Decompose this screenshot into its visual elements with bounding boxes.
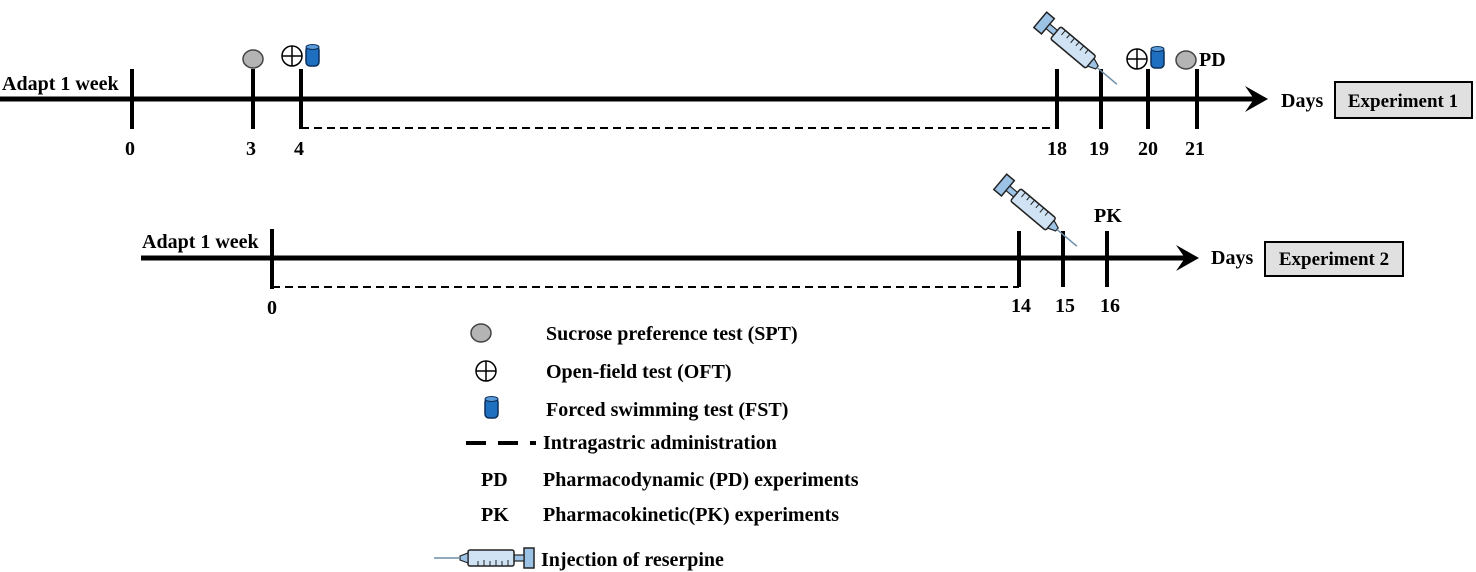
timeline-arrowhead-2 xyxy=(1176,245,1199,271)
tick-label: 21 xyxy=(1185,138,1205,160)
tick-label: 18 xyxy=(1047,138,1067,160)
tick-marks-1 xyxy=(130,69,1199,129)
tick-label: 15 xyxy=(1055,295,1075,317)
experiment-2-box xyxy=(1264,241,1404,277)
legend-inj: Injection of reserpine xyxy=(541,549,724,571)
pk-marker-label: PK xyxy=(1094,205,1122,227)
adapt-label-1: Adapt 1 week xyxy=(2,73,120,95)
experiment-2-timeline: Adapt 1 week Days Experiment 2 0 14 15 1… xyxy=(141,173,1404,319)
legend-oft: Open-field test (OFT) xyxy=(546,361,732,383)
tick-label: 16 xyxy=(1100,295,1120,317)
tick-marks-2 xyxy=(270,229,1109,289)
spt-marker-icon xyxy=(1175,50,1197,70)
oft-legend-icon xyxy=(475,360,497,382)
legend-pd-abbr: PD xyxy=(481,469,508,491)
fst-marker-icon xyxy=(1150,46,1165,69)
tick-label: 4 xyxy=(294,138,304,160)
experiment-1-label: Experiment 1 xyxy=(1348,91,1458,112)
legend-fst: Forced swimming test (FST) xyxy=(546,399,788,421)
pd-marker-label: PD xyxy=(1199,49,1226,71)
fst-legend-icon xyxy=(484,396,499,419)
days-label-2: Days xyxy=(1211,247,1253,269)
tick-label: 19 xyxy=(1089,138,1109,160)
legend-pd: Pharmacodynamic (PD) experiments xyxy=(543,469,859,491)
tick-label: 14 xyxy=(1011,295,1031,317)
days-label-1: Days xyxy=(1281,90,1323,112)
syringe-icon xyxy=(1033,11,1125,93)
legend-pk: Pharmacokinetic(PK) experiments xyxy=(543,504,839,526)
oft-marker-icon xyxy=(281,45,303,67)
experiment-2-label: Experiment 2 xyxy=(1279,249,1389,270)
legend-ig: Intragastric administration xyxy=(543,432,777,454)
timeline-arrowhead-1 xyxy=(1245,86,1268,112)
syringe-icon xyxy=(993,173,1085,255)
legend-pk-abbr: PK xyxy=(481,504,509,526)
tick-label: 3 xyxy=(246,138,256,160)
oft-marker-icon xyxy=(1126,48,1148,70)
spt-marker-icon xyxy=(242,49,264,69)
adapt-label-2: Adapt 1 week xyxy=(142,231,260,253)
spt-legend-icon xyxy=(470,323,492,343)
syringe-legend-icon xyxy=(433,547,535,569)
experiment-1-box xyxy=(1334,81,1473,119)
experiment-1-timeline: Adapt 1 week Days Experiment 1 0 3 4 18 … xyxy=(0,11,1473,160)
tick-label: 20 xyxy=(1138,138,1158,160)
tick-label: 0 xyxy=(125,138,135,160)
legend: Sucrose preference test (SPT) Open-field… xyxy=(433,323,859,571)
legend-spt: Sucrose preference test (SPT) xyxy=(546,323,798,345)
tick-label: 0 xyxy=(267,297,277,319)
fst-marker-icon xyxy=(305,44,320,67)
